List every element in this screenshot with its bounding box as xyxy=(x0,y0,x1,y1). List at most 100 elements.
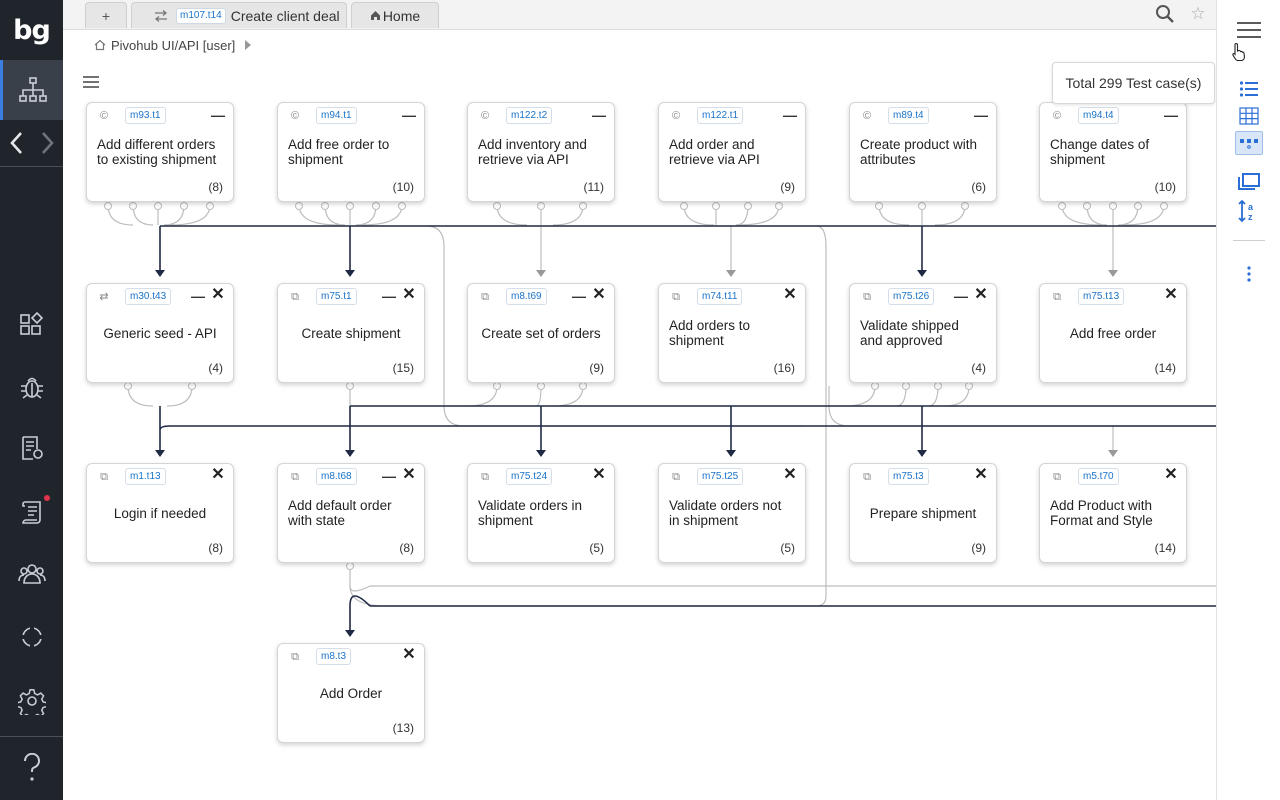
card-test-id[interactable]: m8.t68 xyxy=(316,468,357,485)
main-menu-button[interactable] xyxy=(1235,18,1263,42)
close-icon[interactable]: ✕ xyxy=(783,286,797,303)
close-icon[interactable]: ✕ xyxy=(211,286,225,303)
sync-nav-button[interactable] xyxy=(0,609,63,665)
layers-button[interactable] xyxy=(1235,169,1263,193)
collapse-button[interactable]: — xyxy=(592,107,606,123)
help-icon xyxy=(23,753,40,781)
collapse-button[interactable]: — xyxy=(974,107,988,123)
team-nav-button[interactable] xyxy=(0,546,63,602)
close-icon[interactable]: ✕ xyxy=(211,466,225,483)
new-tab-button[interactable]: + xyxy=(85,2,127,28)
card-title: Create set of orders xyxy=(481,326,601,341)
more-options-button[interactable] xyxy=(1235,262,1263,286)
collapse-button[interactable]: — xyxy=(382,468,396,484)
test-card[interactable]: ⧉ m75.t3 ✕ Prepare shipment (9) xyxy=(849,463,997,563)
close-icon[interactable]: ✕ xyxy=(1164,286,1178,303)
back-button[interactable] xyxy=(0,120,32,166)
list-view-button[interactable] xyxy=(1235,77,1263,101)
card-test-id[interactable]: m8.t3 xyxy=(316,648,352,665)
test-reports-nav-button[interactable] xyxy=(0,420,63,476)
tab-create-client-deal[interactable]: m107.t14 Create client deal xyxy=(131,2,347,28)
grid-view-button[interactable] xyxy=(1235,104,1263,128)
card-test-id[interactable]: m30.t43 xyxy=(125,288,172,305)
card-test-id[interactable]: m74.t11 xyxy=(697,288,743,305)
card-test-id[interactable]: m94.t4 xyxy=(1078,107,1119,124)
settings-nav-button[interactable] xyxy=(0,673,63,729)
close-icon[interactable]: ✕ xyxy=(592,466,606,483)
card-test-id[interactable]: m89.t4 xyxy=(888,107,929,124)
search-button[interactable] xyxy=(1155,4,1177,26)
close-icon[interactable]: ✕ xyxy=(402,286,416,303)
test-card[interactable]: ⧉ m8.t69 — ✕ Create set of orders (9) xyxy=(467,283,615,383)
test-card[interactable]: ⧉ m75.t13 ✕ Add free order (14) xyxy=(1039,283,1187,383)
collapse-button[interactable]: — xyxy=(783,107,797,123)
close-icon[interactable]: ✕ xyxy=(402,646,416,663)
back-icon xyxy=(10,132,22,154)
logo-text: bg xyxy=(13,14,51,46)
card-test-id[interactable]: m122.t2 xyxy=(506,107,553,124)
card-test-id[interactable]: m75.t24 xyxy=(506,468,553,485)
transfer-icon xyxy=(154,9,168,22)
dashboard-nav-button[interactable] xyxy=(0,296,63,352)
collapse-button[interactable]: — xyxy=(402,107,416,123)
card-test-id[interactable]: m94.t1 xyxy=(316,107,357,124)
close-icon[interactable]: ✕ xyxy=(402,466,416,483)
close-icon[interactable]: ✕ xyxy=(783,466,797,483)
graph-view-button[interactable] xyxy=(1235,131,1263,155)
card-test-id[interactable]: m75.t25 xyxy=(697,468,744,485)
scripts-nav-button[interactable] xyxy=(0,484,63,540)
card-test-id[interactable]: m75.t1 xyxy=(316,288,357,305)
test-report-icon xyxy=(21,436,43,460)
card-test-id[interactable]: m5.t70 xyxy=(1078,468,1119,485)
forward-button[interactable] xyxy=(32,120,63,166)
bugs-nav-button[interactable] xyxy=(0,359,63,415)
collapse-button[interactable]: — xyxy=(572,288,586,304)
favorite-button[interactable]: ☆ xyxy=(1187,3,1209,25)
test-card[interactable]: ⧉ m8.t3 ✕ Add Order (13) xyxy=(277,643,425,743)
close-icon[interactable]: ✕ xyxy=(974,286,988,303)
collapse-button[interactable]: — xyxy=(954,288,968,304)
collapse-button[interactable]: — xyxy=(191,288,205,304)
collapse-button[interactable]: — xyxy=(211,107,225,123)
hierarchy-nav-button[interactable] xyxy=(0,60,63,120)
card-test-id[interactable]: m93.t1 xyxy=(125,107,166,124)
canvas-menu-button[interactable] xyxy=(82,74,100,90)
close-icon[interactable]: ✕ xyxy=(974,466,988,483)
card-test-id[interactable]: m1.t13 xyxy=(125,468,166,485)
help-nav-button[interactable] xyxy=(0,740,63,796)
card-test-id[interactable]: m8.t69 xyxy=(506,288,547,305)
card-count: (4) xyxy=(971,361,986,375)
chevron-right-icon[interactable] xyxy=(243,39,253,51)
card-test-id[interactable]: m122.t1 xyxy=(697,107,744,124)
breadcrumb-project[interactable]: Pivohub UI/API [user] xyxy=(111,37,236,53)
test-card[interactable]: ⧉ m1.t13 ✕ Login if needed (8) xyxy=(86,463,234,563)
collapse-button[interactable]: — xyxy=(1164,107,1178,123)
test-card[interactable]: ⧉ m75.t1 — ✕ Create shipment (15) xyxy=(277,283,425,383)
close-icon[interactable]: ✕ xyxy=(1164,466,1178,483)
toolbar-divider xyxy=(1233,240,1265,241)
tab-home[interactable]: Home xyxy=(351,2,439,28)
test-card[interactable]: ⇄ m30.t43 — ✕ Generic seed - API (4) xyxy=(86,283,234,383)
collapse-button[interactable]: — xyxy=(382,288,396,304)
card-test-id[interactable]: m75.t26 xyxy=(888,288,935,305)
app-logo[interactable]: bg xyxy=(0,0,63,60)
card-test-id[interactable]: m75.t3 xyxy=(888,468,929,485)
card-test-id[interactable]: m75.t13 xyxy=(1078,288,1125,305)
card-count: (16) xyxy=(773,361,795,375)
close-icon[interactable]: ✕ xyxy=(592,286,606,303)
card-count: (8) xyxy=(208,180,223,194)
